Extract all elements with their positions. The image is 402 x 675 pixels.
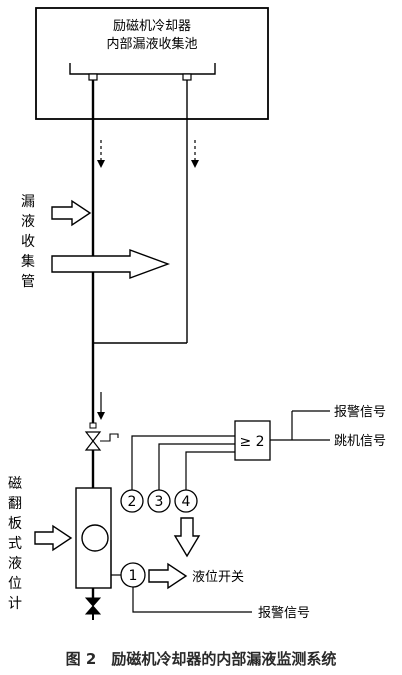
logic-gate-2oo3 — [234, 420, 271, 461]
collector-pipe-label: 漏 液 收 集 管 — [21, 194, 35, 290]
svg-text:翻: 翻 — [8, 496, 22, 512]
drain-outlet-right — [182, 73, 192, 81]
level-gauge-label: 磁 翻 板 式 液 位 计 — [8, 476, 22, 612]
pointer-arrow-down-icon — [173, 517, 201, 558]
pointer-arrow-pipe-right-icon — [51, 248, 171, 280]
trip-signal: 跳机信号 — [334, 434, 386, 449]
level-switch-label: 液位开关 — [192, 570, 244, 585]
switch-number-4: 4 — [182, 494, 191, 510]
svg-text:式: 式 — [8, 536, 22, 552]
wire-switch-2 — [131, 435, 235, 490]
alarm-signal-bottom: 报警信号 — [258, 605, 310, 621]
svg-text:液: 液 — [21, 214, 35, 230]
svg-text:漏: 漏 — [21, 194, 35, 210]
pointer-arrow-pipe-left-icon — [51, 199, 92, 227]
switch-number-1: 1 — [129, 568, 138, 584]
svg-text:位: 位 — [8, 576, 22, 592]
svg-text:计: 计 — [8, 596, 22, 612]
pool-basin-line — [69, 63, 216, 75]
alarm-signal-top: 报警信号 — [334, 404, 386, 420]
collection-pool-box — [35, 7, 269, 120]
pointer-arrow-switch-icon — [148, 562, 188, 590]
top-valve-icon — [84, 422, 119, 451]
pointer-arrow-gauge-icon — [34, 524, 73, 552]
switch-number-2: 2 — [128, 494, 137, 510]
svg-text:板: 板 — [8, 516, 22, 532]
inlet-arrow-icon — [97, 412, 105, 420]
svg-text:管: 管 — [21, 274, 35, 290]
flow-arrow-right-icon — [191, 160, 199, 168]
figure-caption: 图 2 励磁机冷却器的内部漏液监测系统 — [66, 650, 337, 668]
pool-title-line1: 励磁机冷却器 — [113, 19, 191, 34]
flow-arrow-left-icon — [97, 160, 105, 168]
svg-text:收: 收 — [21, 234, 35, 250]
wire-switch-4 — [185, 451, 235, 490]
switch-number-3: 3 — [155, 494, 164, 510]
wire-switch-3 — [158, 443, 235, 490]
svg-text:液: 液 — [8, 556, 22, 572]
magnetic-float — [81, 524, 109, 552]
bottom-valve-icon — [84, 597, 102, 620]
drain-outlet-left — [88, 73, 98, 81]
svg-text:磁: 磁 — [8, 476, 22, 492]
alarm-wire-bottom — [132, 587, 252, 613]
pool-title-line2: 内部漏液收集池 — [106, 36, 197, 52]
svg-text:集: 集 — [21, 253, 35, 270]
logic-gate-label: ≥ 2 — [239, 434, 264, 450]
